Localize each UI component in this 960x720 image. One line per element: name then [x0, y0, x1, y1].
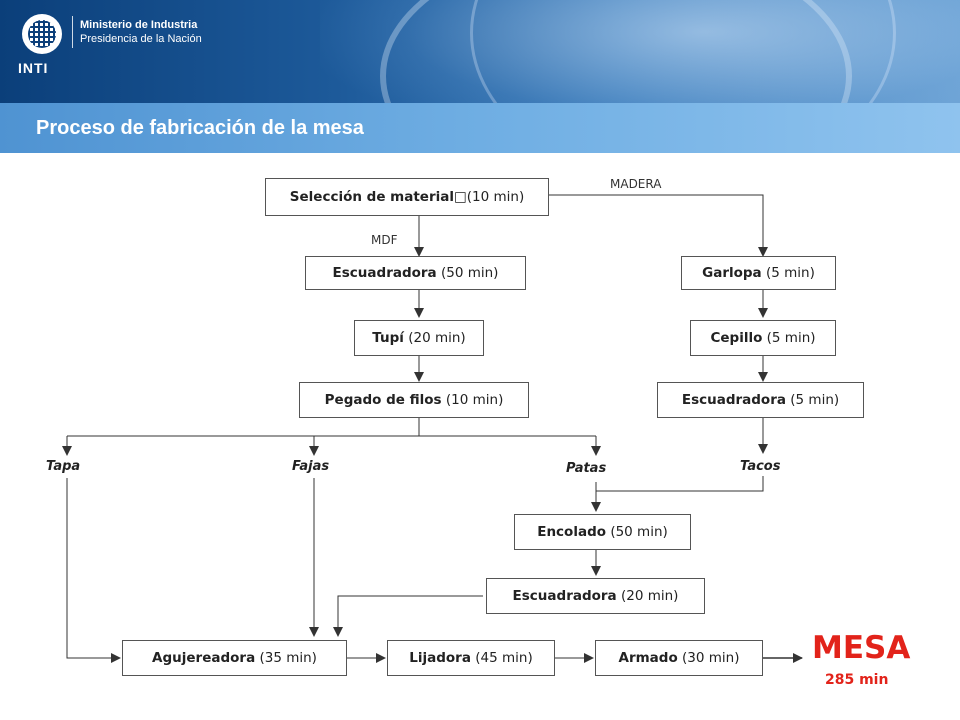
step-lijadora: Lijadora (45 min): [387, 640, 555, 676]
connector-escuadradora-agujereadora: [333, 595, 483, 637]
step-name: Escuadradora: [512, 588, 617, 604]
step-time: (20 min): [620, 588, 679, 604]
step-name: Encolado: [537, 524, 607, 540]
step-time: (10 min): [466, 189, 525, 205]
header-banner: INTI Ministerio de Industria Presidencia…: [0, 0, 960, 103]
branch-tacos: Tacos: [740, 459, 781, 474]
branch-patas: Patas: [566, 461, 607, 476]
step-name: Escuadradora: [332, 265, 437, 281]
step-escuadradora-5: Escuadradora (5 min): [657, 382, 864, 418]
step-agujereadora: Agujereadora (35 min): [122, 640, 347, 676]
step-encolado: Encolado (50 min): [514, 514, 691, 550]
mdf-label: MDF: [371, 233, 398, 247]
step-pegado-filos: Pegado de filos (10 min): [299, 382, 529, 418]
step-escuadradora-50: Escuadradora (50 min): [305, 256, 526, 290]
step-name: Agujereadora: [152, 650, 256, 666]
title-bar: Proceso de fabricación de la mesa: [0, 103, 960, 153]
step-time: (50 min): [440, 265, 499, 281]
logo-text: INTI: [18, 60, 49, 76]
step-name: Armado: [618, 650, 678, 666]
ministry-text: Ministerio de Industria Presidencia de l…: [80, 18, 202, 46]
branch-tapa: Tapa: [46, 459, 81, 474]
page-title: Proceso de fabricación de la mesa: [36, 117, 364, 139]
step-armado: Armado (30 min): [595, 640, 763, 676]
step-escuadradora-20: Escuadradora (20 min): [486, 578, 705, 614]
step-name: Pegado de filos: [324, 392, 442, 408]
step-name: Tupí: [372, 330, 404, 346]
result-total-time: 285 min: [825, 672, 889, 688]
step-time: (5 min): [790, 392, 840, 408]
inti-logo-icon: [22, 14, 62, 54]
step-name: Cepillo: [710, 330, 763, 346]
step-time: (35 min): [259, 650, 317, 666]
step-seleccion-material: Selección de material□(10 min): [265, 178, 549, 216]
step-cepillo: Cepillo (5 min): [690, 320, 836, 356]
step-time: (20 min): [408, 330, 466, 346]
result-mesa: MESA: [812, 630, 911, 666]
connector-tapa-agujereadora: [66, 478, 121, 663]
logo-divider: [72, 16, 73, 48]
ministry-line-1: Ministerio de Industria: [80, 19, 198, 31]
ministry-line-2: Presidencia de la Nación: [80, 33, 202, 45]
connector-patas-tacos-join: [596, 476, 764, 511]
branch-fajas: Fajas: [292, 459, 330, 474]
connector-madera: [548, 194, 768, 257]
step-name: Garlopa: [702, 265, 762, 281]
step-time: (50 min): [610, 524, 668, 540]
step-time: (10 min): [445, 392, 504, 408]
step-name: Selección de material□: [289, 189, 467, 205]
step-time: (5 min): [765, 265, 815, 281]
step-garlopa: Garlopa (5 min): [681, 256, 836, 290]
step-time: (30 min): [682, 650, 740, 666]
madera-label: MADERA: [610, 177, 662, 191]
step-tupi: Tupí (20 min): [354, 320, 484, 356]
step-name: Escuadradora: [681, 392, 786, 408]
step-time: (5 min): [766, 330, 816, 346]
step-time: (45 min): [470, 650, 533, 666]
step-name: Lijadora: [409, 650, 471, 666]
